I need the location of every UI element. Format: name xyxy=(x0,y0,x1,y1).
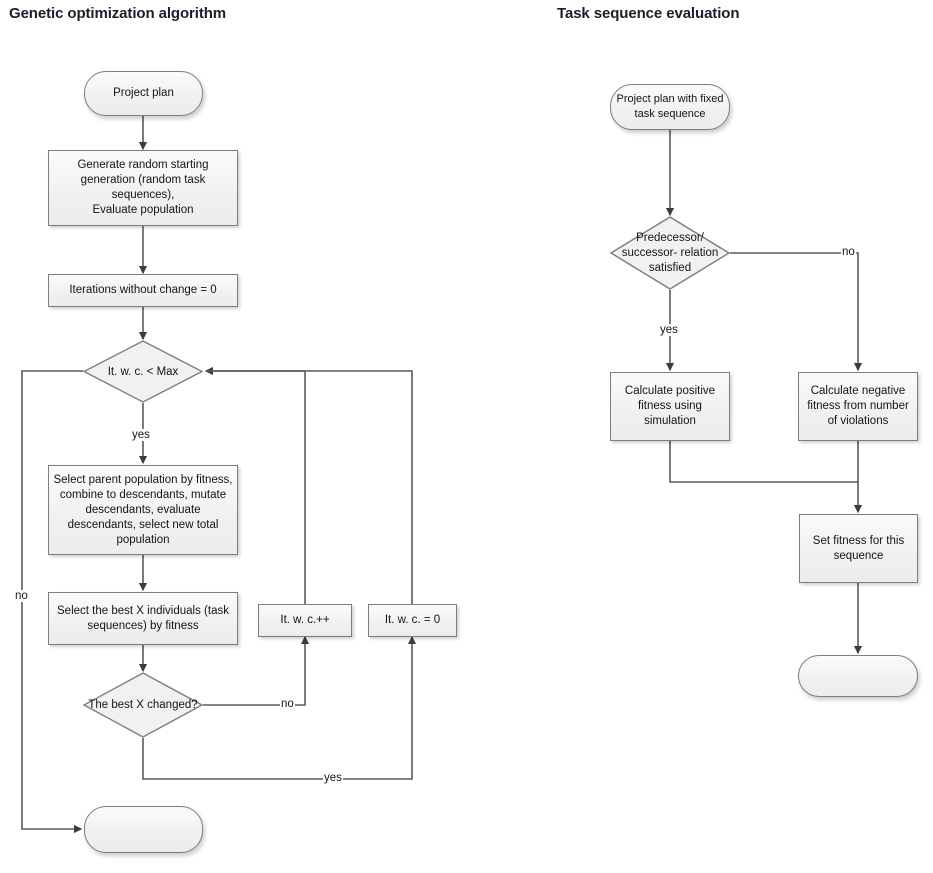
node-generate-random-generation[interactable]: Generate random starting generation (ran… xyxy=(48,150,238,226)
node-set-fitness-for-sequence[interactable]: Set fitness for this sequence xyxy=(799,514,918,583)
diamond-shape xyxy=(610,216,730,290)
edge-label-relation-yes: yes xyxy=(659,324,679,336)
node-label: Generate random starting generation (ran… xyxy=(77,159,209,216)
node-label: Select the best X individuals (task sequ… xyxy=(57,604,229,632)
node-calculate-positive-fitness[interactable]: Calculate positive fitness using simulat… xyxy=(610,372,730,441)
node-label: It. w. c.++ xyxy=(280,614,330,626)
edge-label-check-max-no: no xyxy=(14,590,29,602)
node-label: Select parent population by fitness, com… xyxy=(53,473,233,546)
node-decision-predecessor-successor-relation[interactable]: Predecessor/ successor- relation satisfi… xyxy=(610,216,730,290)
edge-best-changed-yes-to-reset xyxy=(142,635,417,780)
edge-label-relation-no: no xyxy=(841,246,856,258)
node-select-parent-population[interactable]: Select parent population by fitness, com… xyxy=(48,465,238,555)
edge-label-best-changed-no: no xyxy=(280,698,295,710)
node-left-end-terminator[interactable] xyxy=(84,806,203,853)
node-increment-it-wc[interactable]: It. w. c.++ xyxy=(258,604,352,637)
node-label: Set fitness for this sequence xyxy=(812,534,905,562)
node-label: Project plan xyxy=(113,87,174,99)
node-calculate-negative-fitness[interactable]: Calculate negative fitness from number o… xyxy=(798,372,918,441)
node-project-plan-start[interactable]: Project plan xyxy=(84,71,203,116)
left-diagram-title: Genetic optimization algorithm xyxy=(9,5,227,22)
edge-label-best-changed-yes: yes xyxy=(323,772,343,784)
node-label: Project plan with fixed task sequence xyxy=(616,93,724,120)
edge-label-check-max-yes: yes xyxy=(131,429,151,441)
node-select-best-x-individuals[interactable]: Select the best X individuals (task sequ… xyxy=(48,592,238,645)
node-reset-it-wc[interactable]: It. w. c. = 0 xyxy=(368,604,457,637)
node-right-end-terminator[interactable] xyxy=(798,655,918,697)
node-decision-it-wc-less-than-max[interactable]: It. w. c. < Max xyxy=(83,340,203,403)
right-diagram-title: Task sequence evaluation xyxy=(557,5,740,22)
diamond-shape xyxy=(83,340,203,403)
node-label: It. w. c. = 0 xyxy=(384,614,441,626)
edge-best-changed-no-to-increment xyxy=(203,635,310,706)
node-label: Iterations without change = 0 xyxy=(69,284,217,296)
node-decision-best-x-changed[interactable]: The best X changed? xyxy=(83,672,203,738)
edge-positive-to-set-fitness xyxy=(669,441,858,483)
node-label: Calculate positive fitness using simulat… xyxy=(624,385,716,427)
node-project-plan-fixed-sequence-start[interactable]: Project plan with fixed task sequence xyxy=(610,84,730,130)
edge-relation-no-to-negative xyxy=(730,252,863,372)
node-label: Calculate negative fitness from number o… xyxy=(807,385,909,427)
diamond-shape xyxy=(83,672,203,738)
node-iterations-without-change-reset[interactable]: Iterations without change = 0 xyxy=(48,274,238,307)
edge-reset-to-check-max xyxy=(206,370,413,604)
